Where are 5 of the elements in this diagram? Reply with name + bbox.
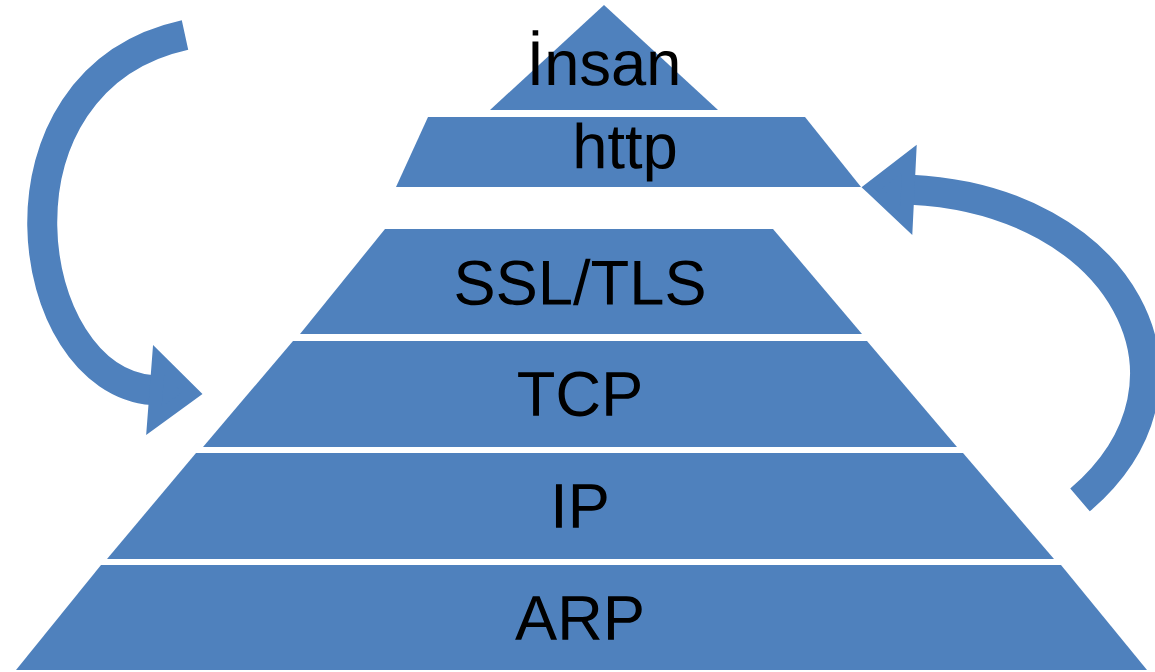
pyramid-layer: SSL/TLS [300,229,862,334]
pyramid-layer: http [396,117,861,187]
pyramid-layer: IP [107,453,1054,559]
pyramid-layer: ARP [16,565,1147,670]
pyramid-layer: TCP [203,341,957,447]
